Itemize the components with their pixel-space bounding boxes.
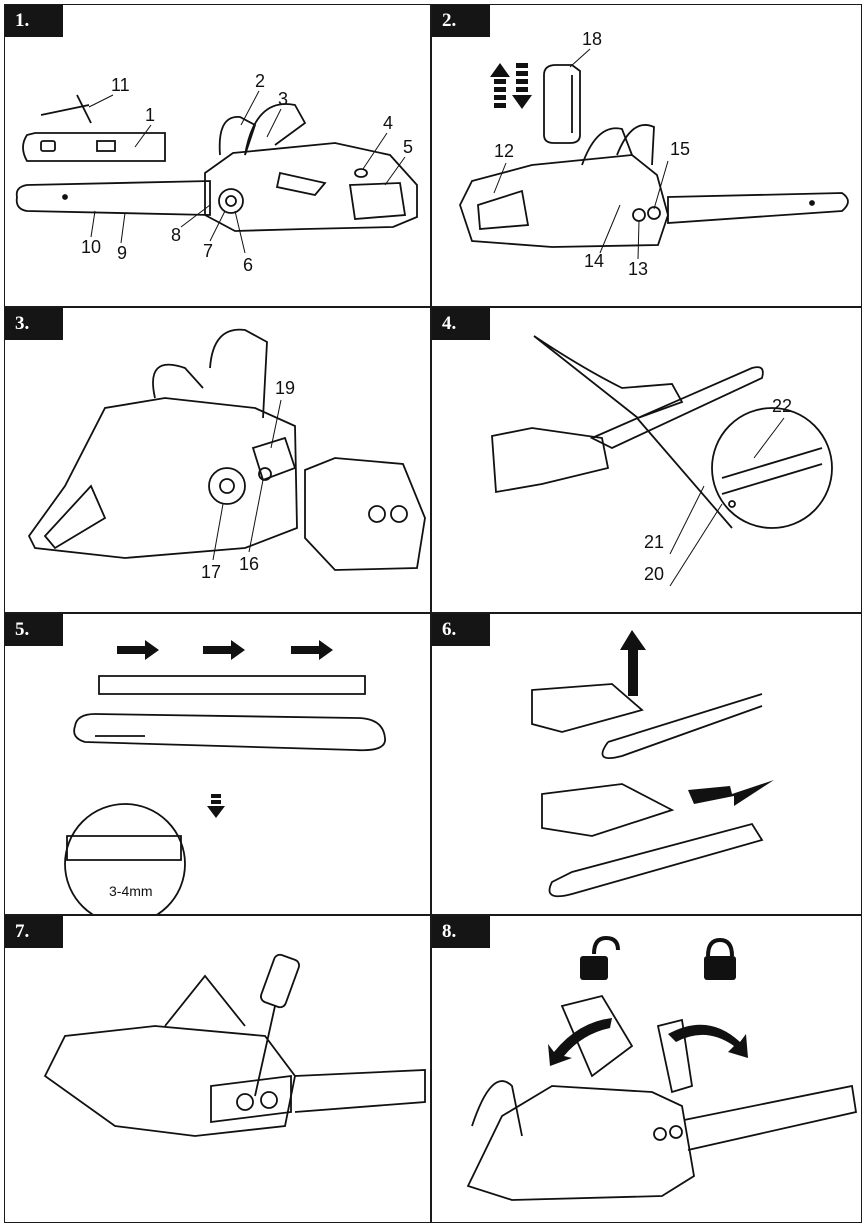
label-17: 17 [201,562,221,582]
label-22: 22 [772,396,792,416]
step-badge: 8. [432,916,490,948]
step-badge: 6. [432,614,490,646]
label-4: 4 [383,113,393,133]
step-badge: 1. [5,5,63,37]
label-2: 2 [255,71,265,91]
panel-6: 6. [431,613,862,915]
label-19: 19 [275,378,295,398]
label-18: 18 [582,29,602,49]
label-20: 20 [644,564,664,584]
lock-icon [704,937,736,980]
step-badge: 7. [5,916,63,948]
chain-fitting-drawing: 22 21 20 [491,335,833,587]
step-badge: 2. [432,5,490,37]
label-14: 14 [584,251,604,271]
label-5: 5 [403,137,413,157]
label-11: 11 [111,75,130,95]
panel-1: 1. [4,4,431,307]
up-down-arrows-icon [490,63,532,109]
chain-brake-drawing [466,935,858,1201]
up-arrow-icon [620,630,774,806]
label-9: 9 [117,243,127,263]
down-arrow-icon [207,794,225,818]
battery-insertion-drawing: 18 12 15 14 13 [459,29,849,279]
sprocket-cover-removal-drawing: 19 17 16 [27,328,426,582]
label-8: 8 [171,225,181,245]
step-badge: 3. [5,308,63,340]
panel-5: 5. 3-4mm [4,613,431,915]
chain-check-drawing [531,630,774,898]
label-10: 10 [81,237,101,257]
label-6: 6 [243,255,253,275]
panel-3: 3. 19 17 16 [4,307,431,613]
panel-7: 7. [4,915,431,1223]
step-badge: 5. [5,614,63,646]
chain-tension-drawing: 3-4mm [64,640,386,914]
panel-4: 4. 22 21 20 [431,307,862,613]
unlock-icon [580,935,620,980]
step-badge: 4. [432,308,490,340]
label-7: 7 [203,241,213,261]
label-13: 13 [628,259,648,279]
label-12: 12 [494,141,514,161]
label-3: 3 [278,89,288,109]
panel-2: 2. 18 [431,4,862,307]
right-arrow-icon [117,640,333,660]
bar-nut-tightening-drawing [43,953,426,1137]
gap-label: 3-4mm [109,883,153,899]
chainsaw-overview-drawing: 1 2 3 4 5 6 7 8 9 10 11 [15,71,418,275]
label-15: 15 [670,139,690,159]
panel-8: 8. [431,915,862,1223]
label-1: 1 [145,105,155,125]
label-21: 21 [644,532,664,552]
label-16: 16 [239,554,259,574]
